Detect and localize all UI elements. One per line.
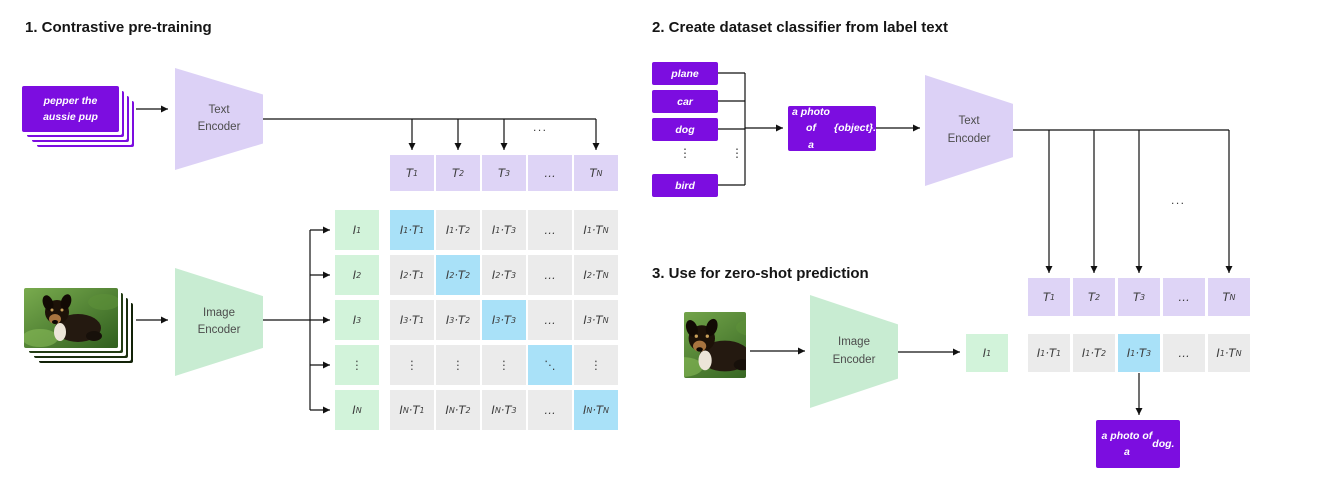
similarity-cell: ⋮ — [390, 345, 434, 385]
t-header-cell: … — [528, 155, 572, 191]
t-cell: … — [1163, 278, 1205, 316]
i-header-cell: ⋮ — [335, 345, 379, 385]
class-label-bird: bird — [652, 174, 718, 197]
similarity-cell: ⋮ — [574, 345, 618, 385]
similarity-cell: … — [1163, 334, 1205, 372]
class-label-car: car — [652, 90, 718, 113]
similarity-cell: ⋮ — [482, 345, 526, 385]
similarity-cell: ⋱ — [528, 345, 572, 385]
similarity-cell: … — [528, 210, 572, 250]
class-labels-ellipsis: ⋮ — [679, 146, 691, 160]
section3-title: 3. Use for zero-shot prediction — [652, 265, 869, 282]
similarity-cell: … — [528, 300, 572, 340]
dog-photo-2 — [684, 312, 746, 378]
similarity-cell: ⋮ — [436, 345, 480, 385]
similarity-cell: … — [528, 255, 572, 295]
t-branch-ellipsis: ... — [1171, 193, 1186, 207]
class-label-plane: plane — [652, 62, 718, 85]
dog-photo-2-art — [684, 312, 746, 378]
class-label-dog: dog — [652, 118, 718, 141]
section1-title: 1. Contrastive pre-training — [25, 19, 212, 36]
dog-photo — [24, 288, 118, 348]
dog-photo-art — [24, 288, 118, 348]
similarity-cell: … — [528, 390, 572, 430]
connector-ellipsis: ⋮ — [731, 146, 743, 160]
section2-title: 2. Create dataset classifier from label … — [652, 19, 948, 36]
text-branch-ellipsis: ... — [533, 120, 548, 134]
